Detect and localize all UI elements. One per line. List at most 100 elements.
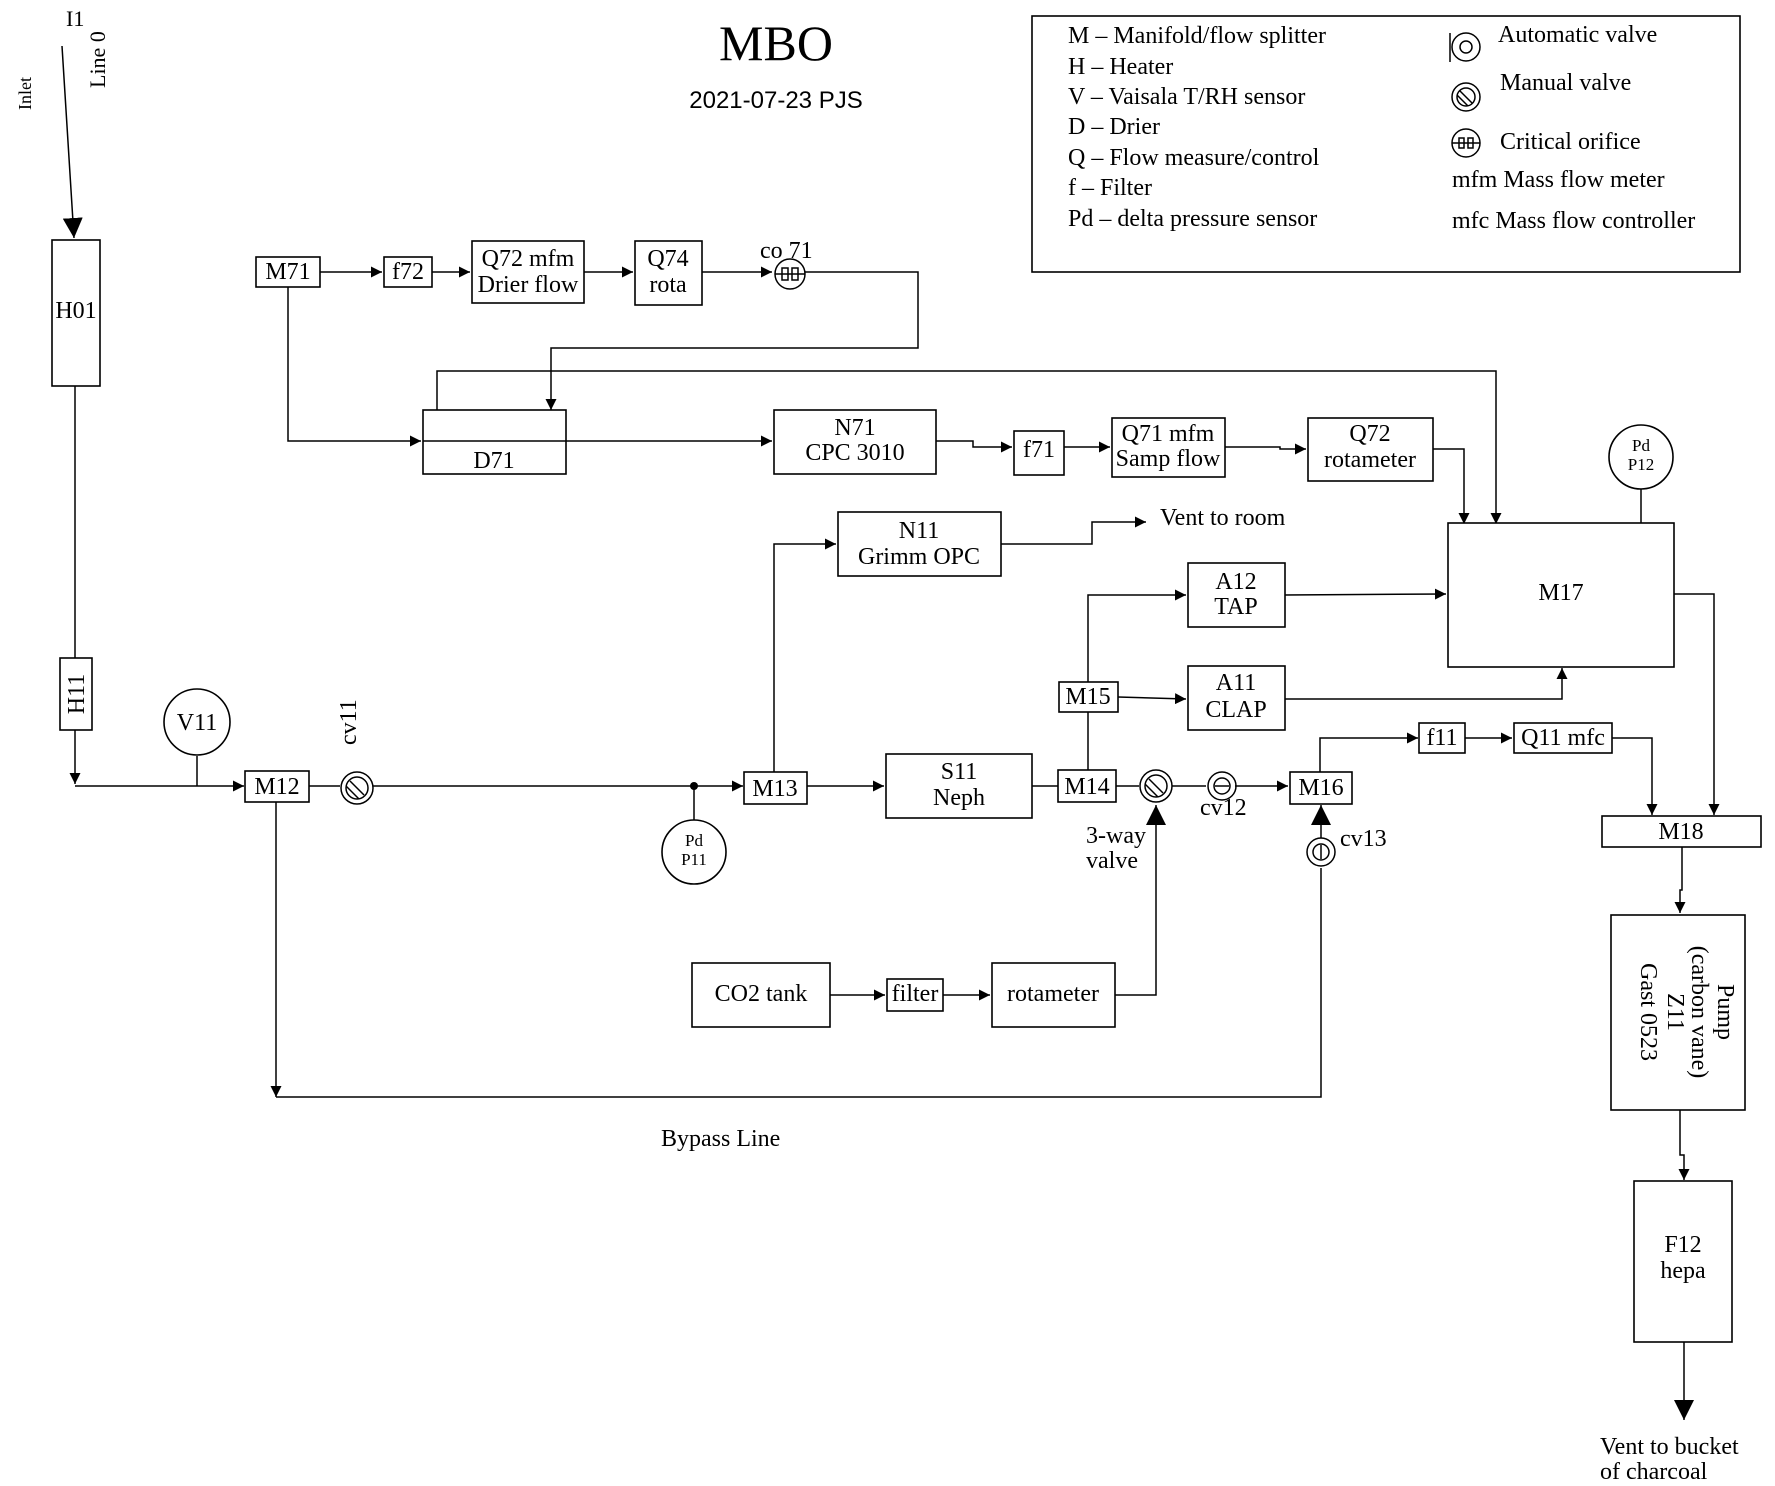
svg-text:Pd: Pd: [1632, 436, 1650, 455]
nephelometer-s11: S11 Neph: [885, 753, 1033, 819]
svg-text:rotameter: rotameter: [1324, 447, 1416, 473]
svg-text:Samp flow: Samp flow: [1116, 446, 1221, 472]
connection-lines: [69, 266, 1720, 1420]
automatic-valve-cv13: cv13: [1306, 826, 1387, 867]
svg-text:CO2 tank: CO2 tank: [715, 981, 808, 1007]
line-zero-label: Line 0: [85, 31, 110, 88]
vent-bucket-label-1: Vent to bucket: [1600, 1434, 1739, 1460]
tap-a12: A12 TAP: [1187, 562, 1286, 628]
svg-text:D71: D71: [473, 448, 514, 474]
inlet-label: Inlet: [15, 77, 35, 110]
svg-text:f71: f71: [1023, 437, 1055, 463]
svg-text:M17: M17: [1538, 580, 1583, 606]
rota-q74: Q74 rota: [634, 240, 703, 306]
svg-text:S11: S11: [941, 759, 977, 785]
heater-h01: H01: [51, 239, 101, 387]
cv12-label: cv12: [1200, 795, 1247, 821]
svg-text:filter: filter: [892, 981, 939, 1007]
mfm-q72: Q72 mfm Drier flow: [471, 240, 585, 304]
svg-text:H01: H01: [55, 298, 96, 324]
bypass-line-label: Bypass Line: [661, 1126, 780, 1152]
filter-f71: f71: [1013, 430, 1065, 476]
heater-h11: H11: [59, 657, 93, 731]
pressure-sensor-p11: Pd P11: [661, 819, 727, 885]
critical-orifice-icon: [1451, 128, 1481, 158]
svg-text:N11: N11: [899, 518, 939, 544]
svg-text:A12: A12: [1215, 569, 1256, 595]
manual-valve-cv11: cv11: [336, 699, 374, 805]
svg-text:M14: M14: [1064, 774, 1109, 800]
legend-automatic-valve: Automatic valve: [1498, 22, 1657, 48]
legend-box: M – Manifold/flow splitter H – Heater V …: [1031, 15, 1741, 273]
svg-text:F12: F12: [1664, 1232, 1701, 1258]
manifold-m18: M18: [1601, 815, 1762, 848]
svg-text:hepa: hepa: [1660, 1258, 1706, 1284]
svg-text:M13: M13: [752, 776, 797, 802]
svg-text:H11: H11: [64, 674, 90, 714]
legend-manual-valve: Manual valve: [1500, 70, 1631, 96]
automatic-valve-icon: [1449, 32, 1481, 62]
drier-d71: D71: [422, 409, 567, 475]
legend-filter: f – Filter: [1068, 175, 1152, 201]
svg-text:N71: N71: [834, 415, 875, 441]
svg-text:Z11: Z11: [1662, 993, 1688, 1031]
co2-rotameter: rotameter: [991, 962, 1116, 1028]
co2-filter: filter: [886, 978, 944, 1012]
svg-text:Q72 mfm: Q72 mfm: [482, 246, 575, 272]
manifold-m14: M14: [1057, 769, 1117, 803]
svg-text:Pd: Pd: [685, 831, 703, 850]
manifold-m16: M16: [1289, 771, 1353, 805]
svg-text:Grimm OPC: Grimm OPC: [858, 544, 980, 570]
legend-vaisala: V – Vaisala T/RH sensor: [1068, 84, 1305, 110]
manifold-m17: M17: [1447, 522, 1675, 668]
legend-flow: Q – Flow measure/control: [1068, 145, 1320, 171]
manifold-m15: M15: [1058, 681, 1119, 713]
vent-to-room-label: Vent to room: [1160, 505, 1286, 531]
legend-drier: D – Drier: [1068, 114, 1160, 140]
three-way-valve: 3-way valve: [1086, 769, 1173, 874]
manual-valve-icon: [1451, 82, 1481, 112]
mfm-q71: Q71 mfm Samp flow: [1111, 417, 1226, 478]
pressure-sensor-p12: Pd P12: [1608, 424, 1674, 490]
inlet-line: [61, 45, 83, 239]
svg-text:M12: M12: [254, 774, 299, 800]
svg-text:rotameter: rotameter: [1007, 981, 1099, 1007]
rotameter-q72: Q72 rotameter: [1307, 417, 1434, 482]
inlet-id: I1: [66, 6, 84, 31]
svg-text:Q71 mfm: Q71 mfm: [1122, 421, 1215, 447]
co71-label: co 71: [760, 238, 813, 264]
critical-orifice-co71: co 71: [760, 238, 813, 290]
svg-text:Drier flow: Drier flow: [478, 272, 579, 298]
cpc-n71: N71 CPC 3010: [773, 409, 937, 475]
svg-text:M16: M16: [1298, 775, 1343, 801]
diagram-title: MBO: [719, 15, 833, 71]
cv13-label: cv13: [1340, 826, 1387, 852]
mfc-q11: Q11 mfc: [1513, 722, 1613, 754]
three-way-label-2: valve: [1086, 848, 1138, 874]
automatic-valve-cv12: cv12: [1200, 771, 1247, 821]
svg-text:f11: f11: [1426, 725, 1457, 751]
diagram-subtitle: 2021-07-23 PJS: [689, 87, 862, 114]
svg-text:Q74: Q74: [647, 246, 688, 272]
sensor-v11: V11: [163, 688, 231, 756]
svg-text:Q11 mfc: Q11 mfc: [1521, 725, 1605, 751]
svg-text:TAP: TAP: [1214, 594, 1257, 620]
svg-text:A11: A11: [1216, 670, 1256, 696]
pump-z11: Pump (carbon vane) Z11 Gast 0523: [1610, 914, 1746, 1111]
svg-text:M18: M18: [1658, 819, 1703, 845]
svg-text:f72: f72: [392, 259, 424, 285]
svg-text:V11: V11: [177, 710, 217, 736]
svg-text:M15: M15: [1065, 684, 1110, 710]
vent-bucket-label-2: of charcoal: [1600, 1459, 1708, 1485]
manifold-m12: M12: [244, 770, 310, 803]
three-way-label-1: 3-way: [1086, 823, 1146, 849]
manifold-m71: M71: [255, 256, 321, 288]
opc-n11: N11 Grimm OPC: [837, 511, 1002, 577]
svg-text:P12: P12: [1628, 455, 1654, 474]
filter-f72: f72: [383, 256, 433, 288]
svg-text:M71: M71: [265, 259, 310, 285]
filter-f11: f11: [1418, 722, 1466, 754]
legend-mfc: mfc Mass flow controller: [1452, 208, 1695, 234]
co2-tank: CO2 tank: [691, 962, 831, 1028]
